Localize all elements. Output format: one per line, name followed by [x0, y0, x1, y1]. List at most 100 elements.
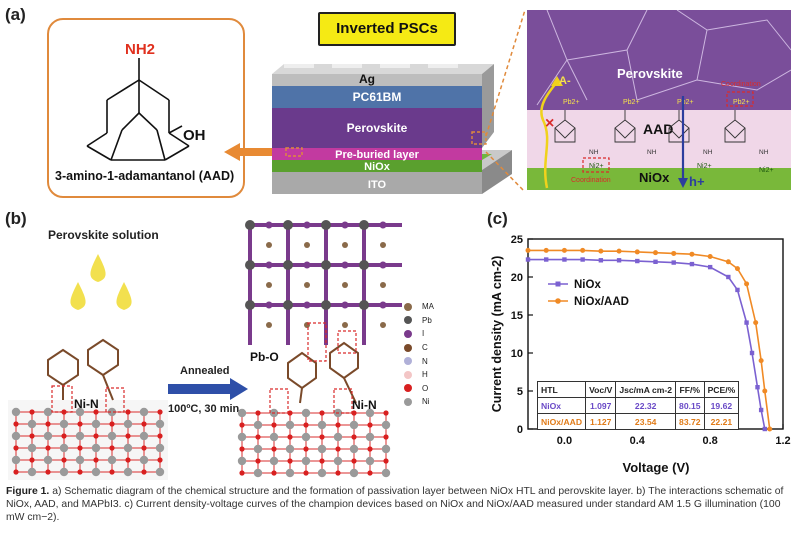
- nh-label: NH: [759, 149, 769, 156]
- table-header-cell: PCE/%: [703, 381, 740, 398]
- legend-label: MA: [422, 302, 434, 312]
- octahedron-edge: [362, 265, 366, 305]
- legend-swatch: [404, 384, 412, 393]
- x-tick-label: 0.0: [557, 435, 572, 447]
- o-atom: [335, 422, 341, 428]
- o-atom: [109, 421, 115, 427]
- data-point: [707, 264, 713, 270]
- caption-text: a) Schematic diagram of the chemical str…: [6, 486, 784, 523]
- i-atom: [341, 221, 349, 229]
- data-point: [580, 257, 585, 262]
- octahedron-edge: [324, 265, 328, 305]
- ni-atom: [75, 431, 85, 441]
- o-atom: [13, 445, 19, 451]
- ni-atom: [59, 467, 69, 477]
- ni-atom: [365, 456, 375, 466]
- o-atom: [45, 445, 51, 451]
- legend-marker: [555, 281, 561, 287]
- legend-swatch: [404, 329, 412, 338]
- o-atom: [303, 422, 309, 428]
- ma-molecule: [266, 242, 272, 248]
- table-header-cell: Voc/V: [585, 381, 617, 398]
- o-atom: [157, 433, 163, 439]
- molecule-name: 3-amino-1-adamantanol (AAD): [55, 169, 234, 183]
- o-atom: [61, 409, 67, 415]
- layer-perovskite: Perovskite: [347, 121, 408, 135]
- o-atom: [319, 458, 325, 464]
- ni-atom: [107, 455, 117, 465]
- o-atom: [367, 470, 373, 476]
- data-point: [616, 248, 622, 254]
- layer-ito: ITO: [368, 179, 387, 191]
- hydroxyl-label: OH: [183, 127, 206, 144]
- ni-atom: [75, 407, 85, 417]
- table-header-cell: Jsc/mA cm-2: [615, 381, 677, 398]
- pb-atom: [321, 220, 331, 230]
- o-atom: [383, 458, 389, 464]
- i-atom: [341, 301, 349, 309]
- o-atom: [319, 434, 325, 440]
- niox-lattice: [11, 407, 165, 477]
- o-atom: [271, 422, 277, 428]
- nh-label: NH: [647, 149, 657, 156]
- data-point: [749, 350, 755, 356]
- ni-atom: [349, 444, 359, 454]
- o-atom: [29, 433, 35, 439]
- series-line: [528, 249, 771, 430]
- panel-c-label: (c): [487, 209, 508, 228]
- octahedron-edge: [286, 225, 290, 265]
- caption-label: Figure 1.: [6, 486, 50, 497]
- i-atom: [265, 221, 273, 229]
- data-point: [767, 426, 773, 432]
- ni-atom: [285, 444, 295, 454]
- legend-label: N: [422, 356, 428, 366]
- ni-atom: [301, 408, 311, 418]
- ni-atom: [11, 455, 21, 465]
- ma-molecule: [380, 322, 386, 328]
- ni-atom: [285, 468, 295, 478]
- interface-inset: Perovskite AAD NiOx Pb2+ Pb2+ Pb2+ Pb2+ …: [527, 10, 791, 190]
- hole-label: h+: [689, 174, 705, 189]
- octahedron-edge: [248, 305, 252, 345]
- table-cell: 80.15: [675, 397, 705, 414]
- ni-atom: [365, 432, 375, 442]
- ni-atom: [237, 456, 247, 466]
- o-atom: [255, 458, 261, 464]
- ni-atom: [59, 443, 69, 453]
- i-atom: [379, 301, 387, 309]
- table-cell: 22.21: [703, 413, 740, 430]
- o-atom: [367, 446, 373, 452]
- i-atom: [265, 301, 273, 309]
- data-point: [634, 249, 640, 255]
- ni-atom: [139, 455, 149, 465]
- legend-label: NiOx: [574, 279, 601, 291]
- table-cell: 23.54: [615, 413, 677, 430]
- ni-atom: [11, 431, 21, 441]
- performance-table: HTL Voc/V Jsc/mA cm-2 FF/% PCE/% NiOx 1.…: [536, 381, 740, 430]
- data-point: [725, 259, 731, 265]
- data-point: [580, 247, 586, 253]
- o-atom: [45, 421, 51, 427]
- panel-b-label: (b): [5, 209, 27, 228]
- ni-atom: [155, 419, 165, 429]
- data-point: [689, 251, 695, 257]
- o-atom: [109, 445, 115, 451]
- x-tick-label: 0.8: [702, 435, 717, 447]
- legend-label: I: [422, 329, 425, 339]
- ni-atom: [11, 407, 21, 417]
- o-atom: [287, 458, 293, 464]
- o-atom: [157, 457, 163, 463]
- data-point: [543, 247, 549, 253]
- legend-entry: N: [404, 354, 464, 368]
- ni-atom: [269, 432, 279, 442]
- table-cell: NiOx: [536, 397, 587, 414]
- ni-atom: [381, 468, 391, 478]
- ni-atom: [43, 455, 53, 465]
- ni-atom: [27, 443, 37, 453]
- ni-atom: [43, 431, 53, 441]
- o-atom: [29, 457, 35, 463]
- i-atom: [265, 261, 273, 269]
- o-atom: [239, 470, 245, 476]
- ni-atom: [253, 420, 263, 430]
